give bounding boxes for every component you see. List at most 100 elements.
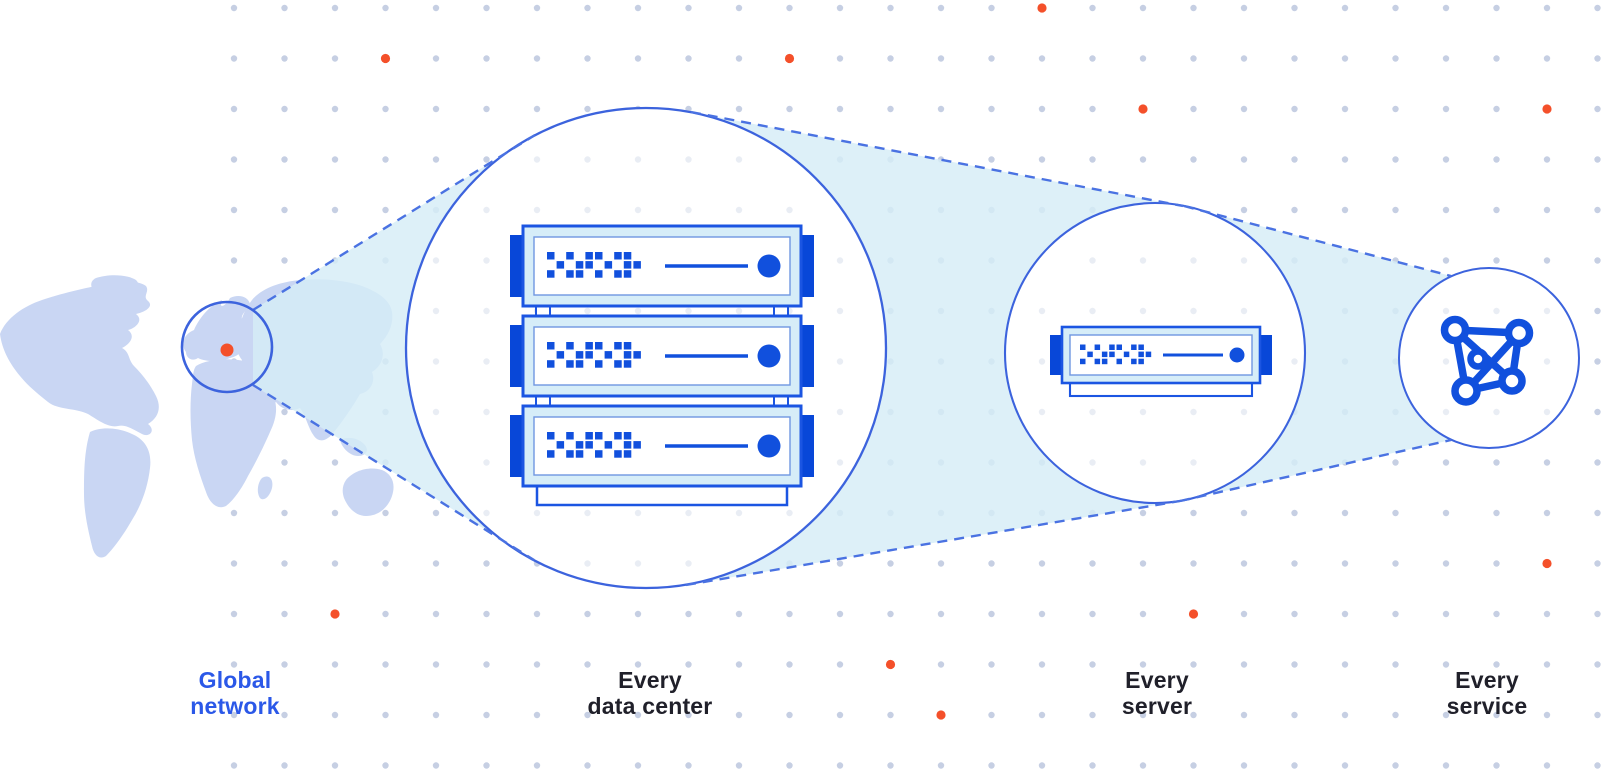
continent-shape xyxy=(84,428,151,558)
grid-dot xyxy=(685,762,692,769)
grid-dot xyxy=(1392,4,1399,12)
grid-dot-faint xyxy=(584,156,591,163)
faceplate-pixel xyxy=(566,450,574,458)
grid-dot xyxy=(786,105,793,113)
faceplate-pixel xyxy=(614,360,622,368)
grid-dot xyxy=(1038,560,1046,567)
grid-dot xyxy=(1139,610,1147,618)
grid-dot xyxy=(937,55,945,62)
grid-dot xyxy=(432,105,440,113)
grid-dot xyxy=(1190,762,1197,769)
grid-dot xyxy=(1038,55,1046,62)
faceplate-pixel xyxy=(585,342,593,350)
grid-dot xyxy=(1493,610,1500,618)
grid-dot xyxy=(382,762,389,769)
faceplate-pixel xyxy=(1080,344,1086,350)
orange-accent-dot xyxy=(1542,104,1552,114)
grid-dot xyxy=(1392,55,1399,62)
grid-dot xyxy=(1594,459,1601,466)
grid-dot xyxy=(1594,307,1601,315)
grid-dot xyxy=(230,105,238,113)
faceplate-pixel xyxy=(614,432,622,440)
continent-shape xyxy=(0,281,159,436)
grid-dot xyxy=(281,156,288,163)
grid-dot xyxy=(1594,560,1601,567)
faceplate-pixel xyxy=(614,252,622,260)
grid-dot xyxy=(432,55,440,62)
grid-dot xyxy=(685,711,692,719)
grid-dot xyxy=(1038,610,1046,618)
orange-accent-dot xyxy=(1037,3,1047,13)
faceplate-pixel xyxy=(566,342,574,350)
grid-dot xyxy=(1543,156,1551,163)
continent-shape xyxy=(257,476,273,500)
grid-dot xyxy=(230,762,238,769)
grid-dot xyxy=(634,661,642,668)
grid-dot xyxy=(533,55,541,62)
grid-dot xyxy=(432,610,440,618)
grid-dot xyxy=(1291,55,1298,62)
grid-dot xyxy=(1341,762,1349,769)
faceplate-pixel xyxy=(623,342,632,350)
grid-dot-faint xyxy=(432,358,440,365)
grid-dot xyxy=(937,762,945,769)
grid-dot xyxy=(1392,459,1399,466)
grid-dot-faint xyxy=(533,206,541,214)
grid-dot xyxy=(1442,661,1450,668)
grid-dot xyxy=(786,661,793,668)
grid-dot xyxy=(786,711,793,719)
grid-dot xyxy=(937,560,945,567)
grid-dot xyxy=(1341,156,1349,163)
grid-dot xyxy=(1442,560,1450,567)
grid-dot xyxy=(230,509,238,517)
orange-accent-dot xyxy=(936,710,946,720)
faceplate-pixel xyxy=(585,441,593,449)
grid-dot xyxy=(1594,55,1601,62)
grid-dot xyxy=(533,610,541,618)
grid-dot xyxy=(1392,156,1399,163)
grid-dot xyxy=(1038,661,1046,668)
beam-dashed-line xyxy=(1179,438,1452,503)
faceplate-pixel xyxy=(1109,344,1115,350)
grid-dot xyxy=(281,509,288,517)
grid-dot xyxy=(1139,560,1147,567)
grid-dot xyxy=(331,762,339,769)
grid-dot-faint xyxy=(685,509,692,517)
grid-dot xyxy=(533,105,541,113)
grid-dot xyxy=(483,4,490,12)
grid-dot xyxy=(382,206,389,214)
grid-dot xyxy=(1442,610,1450,618)
grid-dot xyxy=(1291,4,1298,12)
grid-dot xyxy=(836,560,844,567)
grid-dot xyxy=(1240,711,1248,719)
grid-dot xyxy=(1594,156,1601,163)
faceplate-pixel xyxy=(595,360,603,368)
faceplate-pixel xyxy=(566,270,574,278)
grid-dot xyxy=(1291,711,1298,719)
grid-dot xyxy=(281,257,288,264)
grid-dot xyxy=(584,711,591,719)
grid-dot xyxy=(382,661,389,668)
grid-dot xyxy=(735,711,743,719)
grid-dot-faint xyxy=(634,156,642,163)
faceplate-pixel xyxy=(585,252,593,260)
continent-shape xyxy=(91,275,139,300)
grid-dot xyxy=(1594,762,1601,769)
grid-dot xyxy=(382,610,389,618)
faceplate-pixel xyxy=(633,351,641,359)
continent-shape xyxy=(342,468,394,516)
grid-dot xyxy=(1392,610,1399,618)
grid-dot xyxy=(1341,105,1349,113)
grid-dot xyxy=(1493,711,1500,719)
grid-dot xyxy=(836,711,844,719)
grid-dot xyxy=(735,55,743,62)
grid-dot xyxy=(887,762,894,769)
grid-dot-faint xyxy=(1442,307,1450,315)
faceplate-pixel xyxy=(1094,358,1101,365)
grid-dot-faint xyxy=(836,459,844,466)
grid-dot xyxy=(331,661,339,668)
grid-dot xyxy=(1089,610,1096,618)
grid-dot xyxy=(1442,711,1450,719)
grid-dot xyxy=(836,610,844,618)
